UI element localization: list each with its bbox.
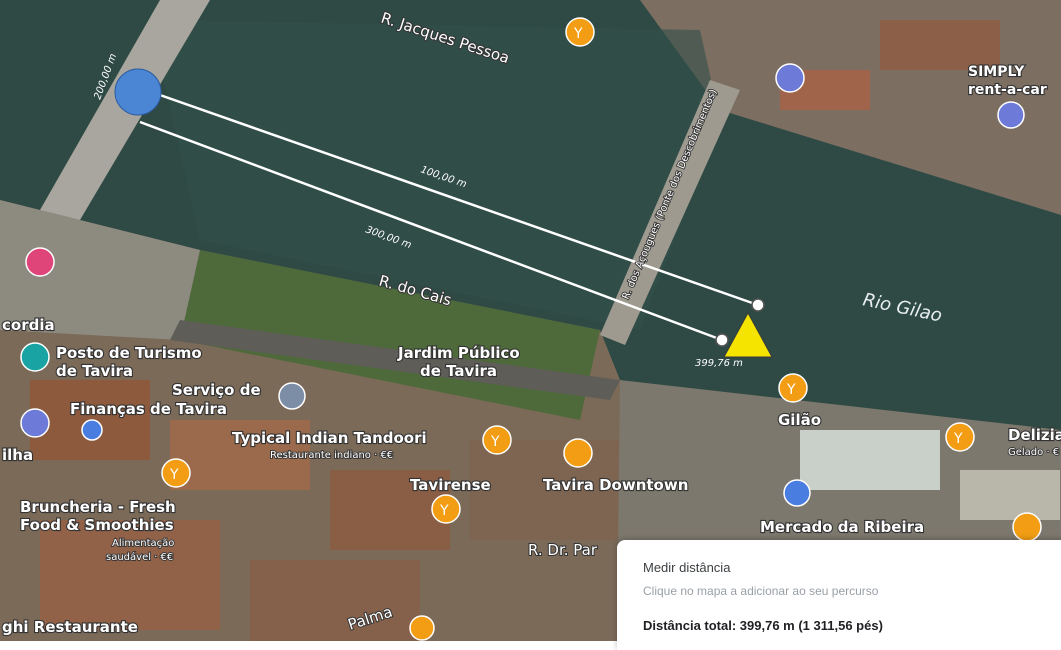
- measure-line-1: [139, 86, 759, 307]
- moon-pin-icon[interactable]: [20, 408, 50, 438]
- svg-text:Y: Y: [953, 431, 963, 447]
- end-marker[interactable]: [723, 311, 773, 358]
- place-mercado[interactable]: Mercado da Ribeira: [759, 517, 925, 537]
- place-ilha[interactable]: ilha: [1, 445, 34, 465]
- food-pin-icon[interactable]: [409, 615, 435, 641]
- roof-block: [40, 520, 220, 630]
- place-simply[interactable]: SIMPLY: [967, 63, 1026, 81]
- svg-text:Y: Y: [573, 26, 583, 42]
- street-dr-parreira: R. Dr. Par: [528, 541, 598, 559]
- food-pin-icon[interactable]: Y: [945, 422, 975, 452]
- place-delizia[interactable]: Delizia: [1007, 425, 1061, 445]
- camera-pin-icon[interactable]: [20, 342, 50, 372]
- place-downtown[interactable]: Tavira Downtown: [542, 475, 690, 495]
- svg-text:Y: Y: [490, 434, 500, 450]
- place-delizia-sub: Gelado · €: [1008, 447, 1059, 458]
- place-typical-sub: Restaurante indiano · €€: [270, 450, 393, 461]
- place-posto-2[interactable]: de Tavira: [55, 361, 134, 381]
- place-bruncheria-2[interactable]: Food & Smoothies: [19, 515, 175, 535]
- food-pin-icon[interactable]: [563, 438, 593, 468]
- food-pin-icon[interactable]: Y: [431, 494, 461, 524]
- quay-road: [170, 320, 620, 400]
- place-servico[interactable]: Serviço de: [171, 380, 262, 400]
- place-bruncheria-sub: Alimentação: [112, 538, 174, 549]
- roof-block: [960, 470, 1060, 520]
- svg-text:Y: Y: [169, 467, 179, 483]
- place-posto[interactable]: Posto de Turismo: [55, 343, 203, 363]
- roof-block: [170, 420, 310, 490]
- svg-text:Y: Y: [439, 503, 449, 519]
- start-marker[interactable]: [114, 68, 162, 116]
- hotel-pin-icon[interactable]: [25, 247, 55, 277]
- food-pin-icon[interactable]: [1012, 512, 1042, 542]
- place-restaurante[interactable]: ghi Restaurante: [1, 617, 139, 637]
- place-jardim[interactable]: Jardim Público: [396, 343, 521, 363]
- place-typical[interactable]: Typical Indian Tandoori: [231, 428, 428, 448]
- measure-label-end: 399,76 m: [695, 358, 743, 369]
- place-bruncheria[interactable]: Bruncheria - Fresh: [19, 497, 177, 517]
- svg-text:Y: Y: [786, 382, 796, 398]
- roof-block: [470, 440, 620, 540]
- place-cordia[interactable]: cordia: [1, 315, 56, 335]
- roof-block: [250, 560, 420, 641]
- measure-node[interactable]: [715, 333, 729, 347]
- food-pin-icon[interactable]: Y: [482, 425, 512, 455]
- bus-pin-icon[interactable]: [81, 419, 103, 441]
- place-jardim-2[interactable]: de Tavira: [419, 361, 498, 381]
- food-pin-icon[interactable]: Y: [161, 458, 191, 488]
- moon-pin-icon[interactable]: [775, 63, 805, 93]
- measure-node[interactable]: [751, 298, 765, 312]
- total-distance: Distância total: 399,76 m (1 311,56 pés): [643, 618, 883, 633]
- place-financas[interactable]: Finanças de Tavira: [69, 399, 228, 419]
- building-pin-icon[interactable]: [278, 382, 306, 410]
- panel-title: Medir distância: [643, 560, 731, 575]
- food-pin-icon[interactable]: Y: [778, 373, 808, 403]
- shop-pin-icon[interactable]: [783, 479, 811, 507]
- measure-distance-panel: Medir distância Clique no mapa a adicion…: [617, 540, 1061, 650]
- market-roof: [800, 430, 940, 490]
- place-tavirense[interactable]: Tavirense: [409, 475, 492, 495]
- plaza: [0, 200, 200, 340]
- panel-hint: Clique no mapa a adicionar ao seu percur…: [643, 584, 879, 598]
- bridge-centre: [600, 80, 740, 345]
- place-simply-2[interactable]: rent-a-car: [967, 81, 1048, 99]
- river-water-inner: [150, 20, 720, 330]
- place-gilao[interactable]: Gilão: [777, 410, 822, 430]
- car-pin-icon[interactable]: [997, 101, 1025, 129]
- place-bruncheria-sub2: saudável · €€: [106, 551, 173, 563]
- food-pin-icon[interactable]: Y: [565, 17, 595, 47]
- roof-block: [330, 470, 450, 550]
- roof-block: [880, 20, 1000, 70]
- measure-line-2: [139, 120, 723, 342]
